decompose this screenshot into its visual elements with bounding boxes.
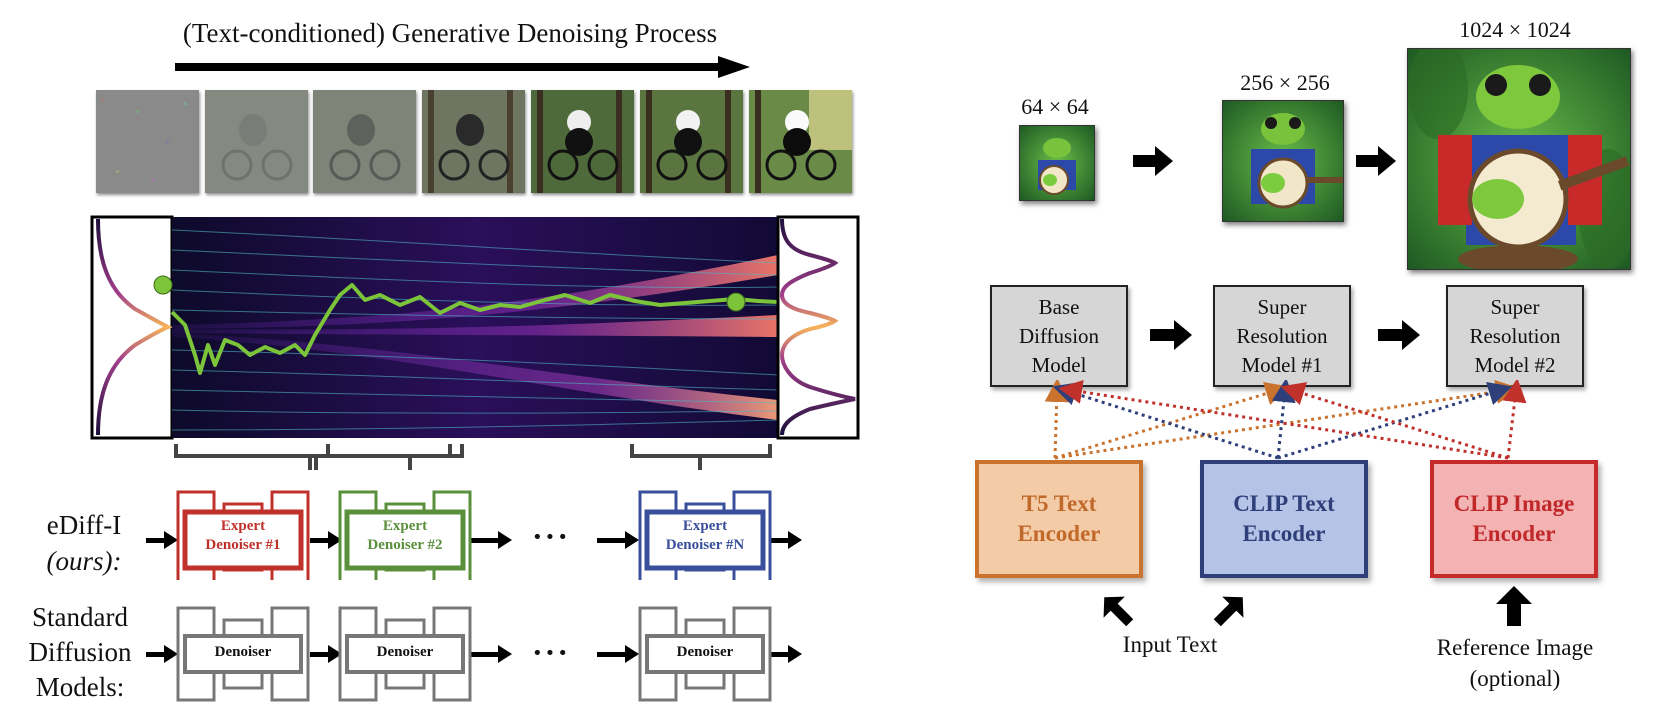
input-text-arrow-right — [1213, 596, 1244, 627]
expert-braces — [174, 444, 772, 470]
base-model-line1: Base — [1038, 294, 1080, 319]
base-model-line2: Diffusion — [1018, 323, 1100, 348]
process-arrow — [175, 56, 750, 78]
noise-image-1 — [96, 90, 199, 193]
noise-image-2 — [205, 90, 308, 193]
upscale-arrow-2 — [1356, 146, 1396, 176]
sr1-line3: Model #1 — [1241, 352, 1323, 377]
standard-label-line2: Diffusion — [28, 637, 132, 667]
resolution-64: 64 × 64 — [1021, 94, 1089, 119]
t5-line1: T5 Text — [1021, 491, 1097, 516]
ediff-label-ours: (ours): — [46, 546, 122, 576]
frog-image-256 — [1222, 100, 1344, 222]
clip-text-encoder-box: CLIP Text Encoder — [1200, 460, 1368, 578]
resolution-256: 256 × 256 — [1240, 70, 1330, 95]
standard-label-line1: Standard — [32, 602, 128, 632]
conditioning-connections — [1044, 380, 1527, 460]
ediff-pipeline — [146, 490, 802, 580]
model-arrow-1 — [1150, 320, 1192, 350]
sr2-line3: Model #2 — [1474, 352, 1556, 377]
standard-label: Standard Diffusion Models: — [0, 600, 160, 705]
upscale-arrow-1 — [1133, 146, 1173, 176]
expert-1-line2: Denoiser #1 — [205, 537, 281, 553]
clip-image-encoder-box: CLIP Image Encoder — [1430, 460, 1598, 578]
denoiser-2: Denoiser — [376, 644, 434, 660]
sr2-line2: Resolution — [1469, 323, 1561, 348]
base-diffusion-model-box: Base Diffusion Model — [990, 285, 1128, 387]
panda-image-5 — [531, 90, 634, 193]
expert-denoiser-n: Expert Denoiser #N — [647, 517, 763, 555]
expert-2-line1: Expert — [382, 518, 428, 534]
panda-image-6 — [640, 90, 743, 193]
frog-image-64 — [1019, 125, 1095, 201]
clip-text-line1: CLIP Text — [1233, 491, 1335, 516]
standard-pipeline — [146, 606, 802, 702]
noise-image-4 — [422, 90, 525, 193]
model-arrow-2 — [1378, 320, 1420, 350]
panda-image-7 — [749, 90, 852, 193]
expert-1-line1: Expert — [220, 518, 266, 534]
t5-text-encoder-box: T5 Text Encoder — [975, 460, 1143, 578]
sr1-line2: Resolution — [1236, 323, 1328, 348]
standard-label-line3: Models: — [35, 672, 125, 702]
sr1-line1: Super — [1257, 294, 1307, 319]
super-resolution-model-2-box: Super Resolution Model #2 — [1446, 285, 1584, 387]
clip-image-line1: CLIP Image — [1453, 491, 1575, 516]
frog-image-1024 — [1407, 48, 1631, 270]
t5-line2: Encoder — [1017, 521, 1101, 546]
expert-2-line2: Denoiser #2 — [367, 537, 443, 553]
expert-denoiser-1: Expert Denoiser #1 — [185, 517, 301, 555]
ediff-label: eDiff-I (ours): — [14, 507, 154, 579]
denoiser-1: Denoiser — [214, 644, 272, 660]
sr2-line1: Super — [1490, 294, 1540, 319]
input-text-arrow-left — [1103, 596, 1134, 627]
base-model-line3: Model — [1031, 352, 1087, 377]
reference-line1: Reference Image — [1436, 635, 1594, 660]
clip-text-line2: Encoder — [1242, 521, 1326, 546]
standard-ellipsis: ··· — [532, 634, 571, 670]
expert-denoiser-2: Expert Denoiser #2 — [347, 517, 463, 555]
ediff-label-name: eDiff-I — [46, 510, 122, 540]
resolution-1024: 1024 × 1024 — [1459, 17, 1571, 42]
denoising-trajectory-plot — [90, 215, 860, 440]
reference-image-arrow — [1496, 586, 1532, 626]
noise-image-3 — [313, 90, 416, 193]
expert-n-line1: Expert — [682, 518, 728, 534]
reference-line2: (optional) — [1469, 666, 1561, 691]
ediff-ellipsis: ··· — [532, 518, 571, 554]
expert-n-line2: Denoiser #N — [665, 537, 745, 553]
process-title: (Text-conditioned) Generative Denoising … — [182, 18, 718, 48]
input-text-label: Input Text — [1122, 632, 1218, 657]
super-resolution-model-1-box: Super Resolution Model #1 — [1213, 285, 1351, 387]
reference-image-label: Reference Image (optional) — [1405, 632, 1625, 694]
denoiser-n: Denoiser — [676, 644, 734, 660]
clip-image-line2: Encoder — [1472, 521, 1556, 546]
